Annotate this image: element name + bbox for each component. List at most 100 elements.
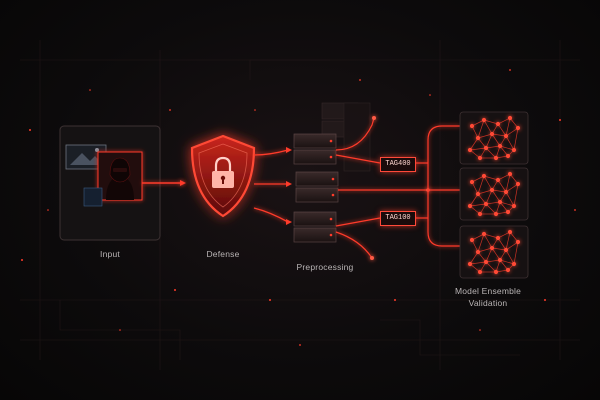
network-edge [485, 133, 493, 149]
network-edge [509, 173, 519, 185]
network-node [493, 211, 499, 217]
shield-lock-icon [190, 134, 256, 218]
network-edge [477, 175, 485, 195]
input-panel [59, 125, 161, 241]
network-node [481, 117, 487, 123]
connector-arrowheads [286, 147, 292, 225]
network-edge [485, 189, 493, 205]
network-edge [485, 201, 501, 205]
network-edge [505, 231, 511, 251]
network-edge [497, 179, 507, 193]
network-edge [471, 239, 479, 253]
network-edge [483, 119, 499, 125]
network-edge [499, 145, 509, 157]
network-node [505, 153, 511, 159]
network-card [459, 225, 529, 279]
stage-label-input: Input [100, 249, 120, 259]
network-edge [505, 173, 511, 193]
network-node [505, 209, 511, 215]
network-edge [471, 181, 479, 195]
network-edge [509, 231, 519, 243]
network-edge [469, 137, 479, 151]
network-node [511, 203, 517, 209]
tag-badge: TAG400 [380, 157, 416, 172]
network-edge [495, 259, 501, 273]
network-node [477, 155, 483, 161]
network-edge [499, 201, 509, 213]
network-edge [471, 119, 485, 127]
network-nodes [467, 115, 521, 161]
network-edge [477, 193, 487, 205]
network-node [515, 125, 521, 131]
network-edge [469, 263, 481, 273]
network-edge [513, 183, 519, 207]
network-node [493, 269, 499, 275]
network-node [511, 147, 517, 153]
network-edge [491, 247, 507, 251]
network-node [515, 239, 521, 245]
server-icon [295, 171, 339, 203]
network-node [481, 231, 487, 237]
network-node [497, 143, 503, 149]
connector-defense-preprocessing [253, 149, 289, 223]
network-edge [483, 119, 493, 135]
network-card [459, 167, 529, 221]
network-node [467, 203, 473, 209]
stage-label-model-line1: Model Ensemble [454, 286, 522, 296]
network-edge [471, 125, 479, 139]
network-nodes [467, 229, 521, 275]
network-node [477, 211, 483, 217]
network-edge [485, 145, 501, 149]
network-edge [509, 117, 519, 129]
server-icon [293, 211, 337, 243]
network-edge [491, 133, 501, 147]
neural-network-icon [459, 111, 529, 165]
network-edge [499, 201, 515, 207]
network-edge [513, 127, 519, 151]
network-edge [505, 135, 515, 151]
network-edge [491, 189, 507, 193]
network-node [469, 179, 475, 185]
network-node [467, 261, 473, 267]
hooded-figure-icon [97, 151, 143, 201]
network-edge [491, 247, 501, 261]
network-node [515, 181, 521, 187]
network-edge [495, 201, 501, 215]
network-node [507, 229, 513, 235]
server-rack-back [321, 102, 371, 172]
network-edge [513, 241, 519, 265]
background-dots [21, 69, 576, 346]
network-edge [505, 183, 519, 193]
network-edge [497, 237, 507, 251]
network-edge [499, 259, 515, 265]
network-card [459, 111, 529, 165]
network-edge [499, 145, 515, 151]
connector-dots [370, 116, 430, 260]
network-node [475, 135, 481, 141]
network-node [481, 173, 487, 179]
network-node [467, 147, 473, 153]
network-nodes [467, 171, 521, 217]
network-edge [495, 145, 501, 159]
network-node [489, 131, 495, 137]
network-node [495, 121, 501, 127]
network-node [483, 145, 489, 151]
network-edge [485, 247, 493, 263]
network-node [511, 261, 517, 267]
network-edge [505, 127, 519, 137]
network-edge [469, 261, 487, 265]
network-edge [505, 117, 511, 137]
connector-preprocessing-models [335, 117, 428, 259]
network-edge [469, 203, 487, 207]
network-node [503, 133, 509, 139]
stage-label-model-ensemble: Model Ensemble Validation [440, 285, 536, 309]
network-edge [497, 123, 507, 137]
server-icon [293, 133, 337, 165]
network-node [495, 177, 501, 183]
network-edge [505, 191, 515, 207]
network-node [469, 237, 475, 243]
network-edge [483, 233, 493, 249]
network-edge [491, 189, 501, 203]
